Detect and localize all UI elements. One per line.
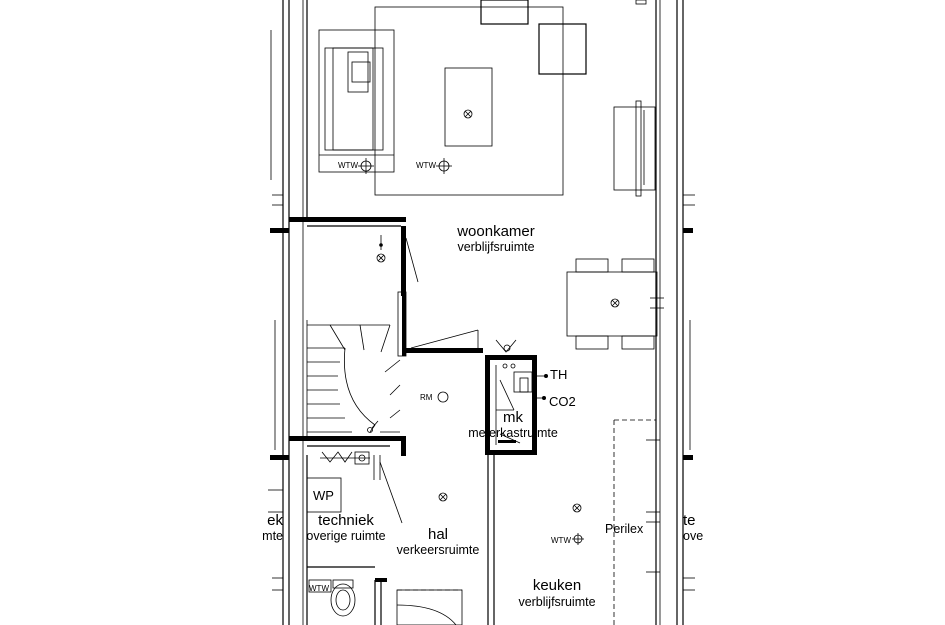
svg-text:WTW: WTW bbox=[551, 536, 571, 545]
svg-text:TH: TH bbox=[550, 367, 567, 382]
rookmelder: RM bbox=[420, 391, 449, 403]
label-techniek: techniek overige ruimte bbox=[306, 512, 385, 543]
label-techniek-left-partial: ek mte bbox=[262, 512, 283, 543]
svg-text:hal: hal bbox=[428, 526, 448, 543]
right-exterior-wall bbox=[655, 0, 684, 625]
label-hal: hal verkeersruimte bbox=[397, 526, 480, 557]
svg-text:ove: ove bbox=[683, 529, 703, 543]
neighbour-fragments bbox=[270, 0, 695, 591]
dining-table bbox=[566, 258, 664, 350]
label-techniek-right-partial: te ove bbox=[683, 512, 703, 543]
svg-text:woonkamer: woonkamer bbox=[456, 223, 535, 240]
techniek-details: WP bbox=[268, 451, 403, 524]
stair-walls bbox=[289, 217, 483, 456]
left-exterior-wall bbox=[282, 0, 308, 625]
hall-walls bbox=[374, 455, 495, 625]
svg-text:te: te bbox=[683, 512, 696, 529]
label-meterkast: mk meterkastruimte bbox=[468, 409, 558, 440]
svg-text:verblijfsruimte: verblijfsruimte bbox=[518, 595, 595, 609]
svg-text:verkeersruimte: verkeersruimte bbox=[397, 543, 480, 557]
wtw-vent-living-2: WTW bbox=[416, 158, 452, 174]
svg-text:verblijfsruimte: verblijfsruimte bbox=[457, 240, 534, 254]
staircase bbox=[306, 320, 401, 440]
coffee-table bbox=[444, 67, 493, 147]
svg-text:WTW: WTW bbox=[416, 161, 436, 170]
svg-text:mte: mte bbox=[262, 529, 283, 543]
label-woonkamer: woonkamer verblijfsruimte bbox=[456, 223, 535, 254]
sofa bbox=[318, 29, 395, 173]
wtw-vent-living-1: WTW bbox=[338, 158, 374, 174]
svg-text:techniek: techniek bbox=[318, 512, 374, 529]
svg-text:RM: RM bbox=[420, 393, 433, 402]
svg-text:meterkastruimte: meterkastruimte bbox=[468, 426, 558, 440]
svg-text:Perilex: Perilex bbox=[605, 522, 644, 536]
co2-sensor-symbol: CO2 bbox=[532, 394, 576, 409]
svg-text:keuken: keuken bbox=[533, 577, 581, 594]
svg-text:overige ruimte: overige ruimte bbox=[306, 529, 385, 543]
tv-cabinet bbox=[613, 100, 656, 197]
svg-text:WP: WP bbox=[313, 488, 334, 503]
armchairs bbox=[480, 0, 587, 75]
svg-text:mk: mk bbox=[503, 409, 523, 426]
label-keuken: keuken verblijfsruimte bbox=[518, 577, 595, 609]
svg-text:ek: ek bbox=[267, 512, 283, 529]
light-switch-stairs bbox=[367, 235, 386, 433]
keuken-details: WTW Perilex bbox=[551, 419, 660, 625]
thermostat-symbol: TH bbox=[532, 367, 567, 382]
rug bbox=[374, 6, 564, 196]
hall-light bbox=[438, 492, 448, 502]
svg-text:WTW: WTW bbox=[338, 161, 358, 170]
svg-text:WTW: WTW bbox=[309, 584, 329, 593]
svg-text:CO2: CO2 bbox=[549, 394, 576, 409]
toilet: WTW bbox=[307, 566, 375, 617]
meterkast-walls bbox=[485, 339, 537, 455]
